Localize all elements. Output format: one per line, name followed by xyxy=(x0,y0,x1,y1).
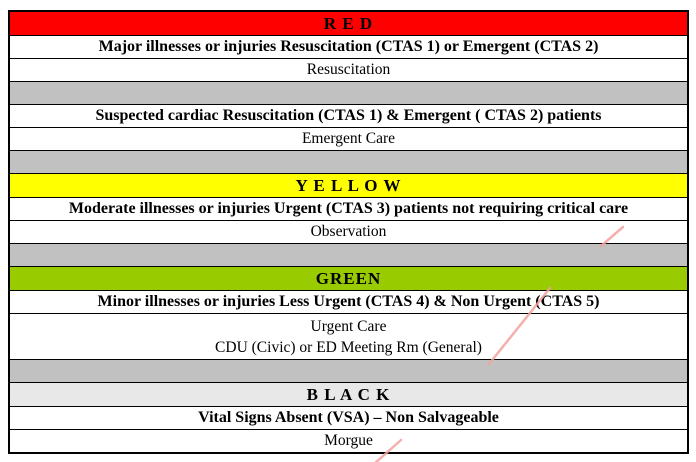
location-line-urgent-care: Urgent Care xyxy=(310,317,387,335)
location-row-morgue: Morgue xyxy=(10,429,687,452)
location-row-resuscitation: Resuscitation xyxy=(10,58,687,81)
location-row-urgent-care-cdu: Urgent Care CDU (Civic) or ED Meeting Rm… xyxy=(10,313,687,359)
location-row-emergent-care: Emergent Care xyxy=(10,127,687,150)
section-header-black: B L A C K xyxy=(10,382,687,406)
location-row-observation: Observation xyxy=(10,220,687,243)
spacer-row xyxy=(10,359,687,382)
location-line-cdu: CDU (Civic) or ED Meeting Rm (General) xyxy=(215,338,482,356)
criteria-row-red-2: Suspected cardiac Resuscitation (CTAS 1)… xyxy=(10,104,687,127)
criteria-row-green: Minor illnesses or injuries Less Urgent … xyxy=(10,290,687,313)
spacer-row xyxy=(10,150,687,173)
section-header-green: GREEN xyxy=(10,266,687,290)
spacer-row xyxy=(10,81,687,104)
section-header-red: R E D xyxy=(10,12,687,35)
section-header-yellow: Y E L L O W xyxy=(10,173,687,197)
criteria-row-red-1: Major illnesses or injuries Resuscitatio… xyxy=(10,35,687,58)
criteria-row-black: Vital Signs Absent (VSA) – Non Salvageab… xyxy=(10,406,687,429)
triage-table: R E D Major illnesses or injuries Resusc… xyxy=(8,10,689,454)
criteria-row-yellow: Moderate illnesses or injuries Urgent (C… xyxy=(10,197,687,220)
spacer-row xyxy=(10,243,687,266)
